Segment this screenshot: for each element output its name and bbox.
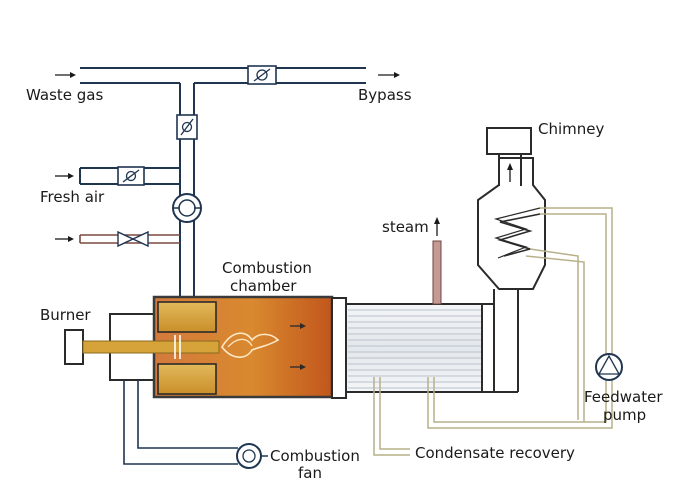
waste-gas-label: Waste gas [26,86,103,104]
feedwater-pump-label-2: pump [603,406,646,424]
fresh-air-arrow [55,173,74,179]
fresh-air-damper-icon [117,166,145,186]
condensate-recovery-label: Condensate recovery [415,444,575,462]
economizer-coil [493,207,541,259]
chimney [486,127,532,186]
waste-gas-duct [80,67,366,84]
flue-duct [493,289,519,393]
heat-exchanger-shell [331,297,495,399]
fuel-valve-icon [117,230,149,248]
chamber-flow-arrow-upper [290,323,306,329]
feedwater-pump-icon [595,353,623,381]
burner-label: Burner [40,306,91,324]
steam-arrow [434,217,440,236]
combustion-fan-label-2: fan [298,464,322,482]
fuel-arrow [55,236,74,242]
condensate-recovery-line [373,377,410,456]
economizer-housing [477,157,546,290]
feedwater-lines [427,207,613,429]
bypass-label: Bypass [358,86,412,104]
steam-label: steam [382,218,429,236]
chimney-label: Chimney [538,120,604,138]
combustion-fan-label-1: Combustion [270,447,360,465]
waste-gas-damper-icon [176,114,198,140]
fuel-line [79,234,180,244]
combustion-air-lines [123,380,238,465]
combustion-chamber-label-1: Combustion [222,259,312,277]
fresh-air-label: Fresh air [40,188,105,206]
burner-lance [82,335,220,359]
combustion-chamber-label-2: chamber [230,277,297,295]
heat-exchanger-tubes [348,309,481,389]
waste-gas-arrow [55,72,76,78]
chamber-flow-arrow-lower [290,364,306,370]
flame-icon [221,332,280,358]
chimney-arrow [507,163,513,182]
combustion-fan-icon [236,443,268,469]
gas-blower-icon [172,193,202,223]
steam-outlet-pipe [432,240,442,305]
bypass-arrow [378,72,400,78]
feedwater-pump-label-1: Feedwater [584,388,663,406]
bypass-damper-icon [247,65,277,85]
